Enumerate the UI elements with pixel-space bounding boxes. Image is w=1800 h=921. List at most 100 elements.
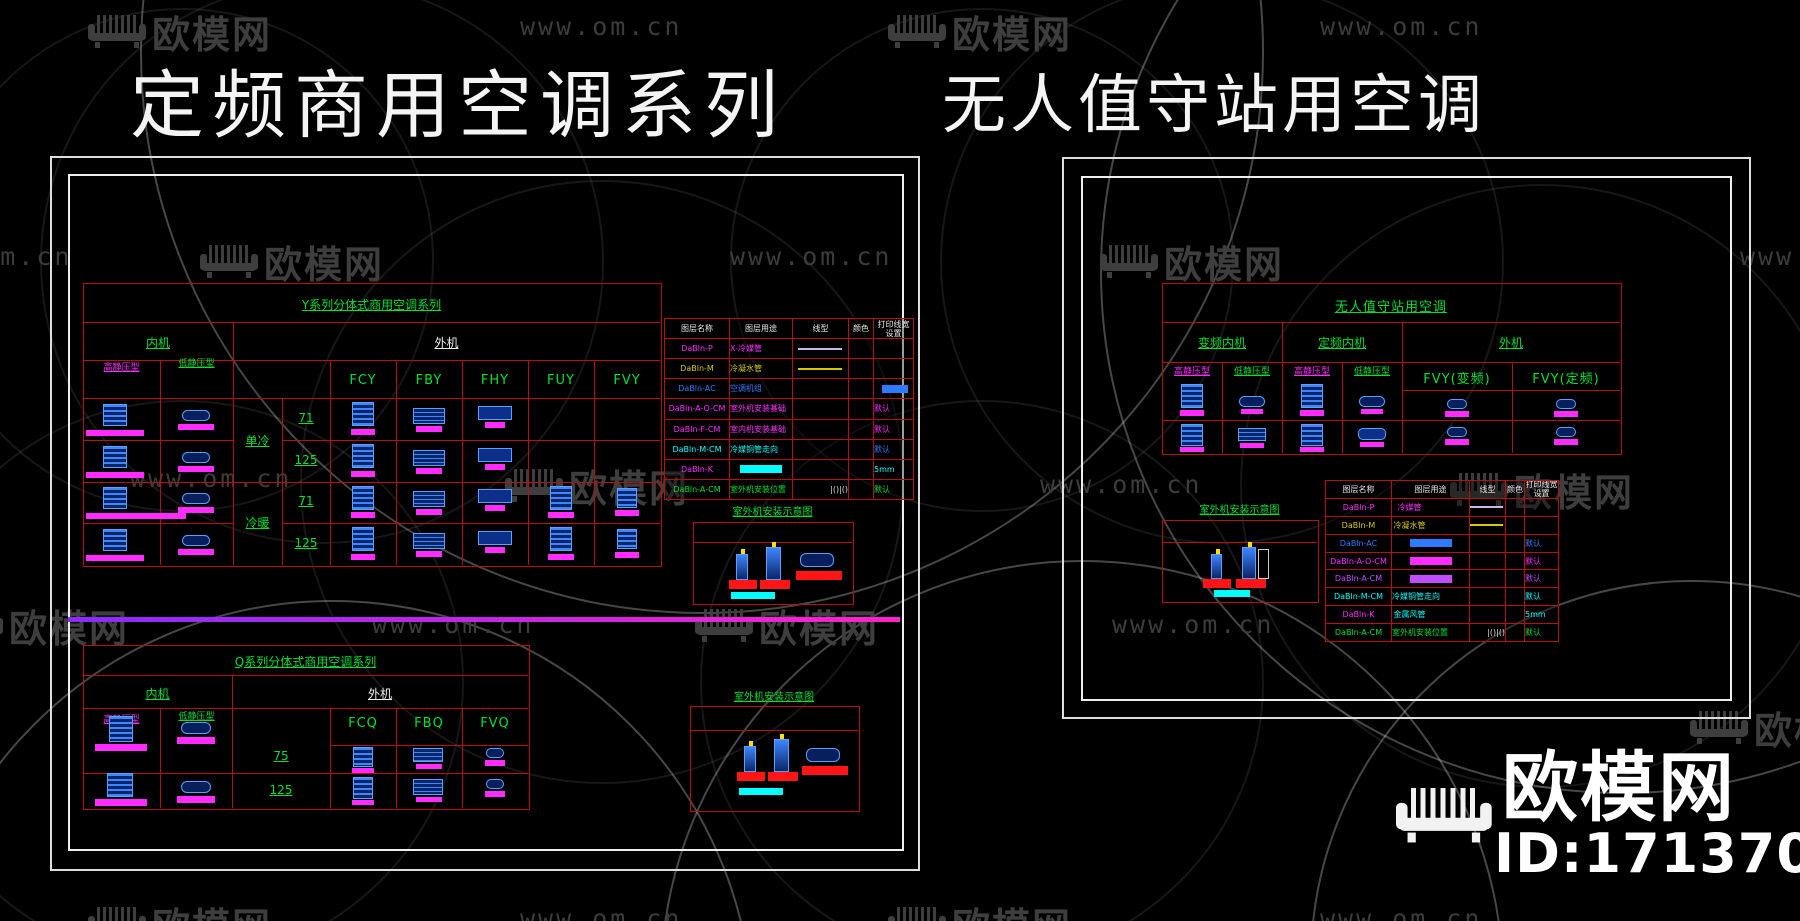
diagram-border xyxy=(1162,520,1319,603)
grid-line xyxy=(1342,362,1343,453)
print-color-bar xyxy=(1530,503,1556,511)
column-label: FVY xyxy=(613,373,641,388)
outdoor-header: 外机 xyxy=(434,336,459,350)
section-header: 变频内机 xyxy=(1197,336,1246,350)
outdoor-unit-icon xyxy=(744,746,756,772)
outdoor-side-unit-icon xyxy=(806,748,840,762)
legend-row: DaBln-AC 默认 xyxy=(1326,533,1558,552)
layer-name: DaBln-A-O-CM xyxy=(1330,556,1387,566)
unit-base xyxy=(86,513,186,519)
print-color-bar xyxy=(892,485,913,493)
grid-line xyxy=(83,708,528,709)
print-color-bar xyxy=(897,465,913,473)
unit-base xyxy=(615,552,639,558)
unit-base xyxy=(1240,443,1264,448)
layer-name: DaBln-M-CM xyxy=(672,444,722,454)
unit-base xyxy=(86,555,144,561)
fvy-unit-icon xyxy=(617,488,637,508)
unit-base xyxy=(485,791,505,797)
linetype-sample xyxy=(797,367,842,370)
watermark-logo: 欧模网 xyxy=(695,598,879,653)
print-color-bar xyxy=(882,345,908,353)
unit-foundation xyxy=(768,772,798,781)
legend-header-row: 图层名称 图层用途 线型 颜色 打印线宽设置 xyxy=(665,319,913,339)
grid-line xyxy=(83,773,528,774)
watermark-url-text: www.om.cn xyxy=(520,12,683,41)
print-color-bar xyxy=(1543,575,1558,583)
legend-row: DaBln-P 冷媒管 xyxy=(1326,497,1558,516)
drain-pad xyxy=(731,592,775,599)
capacity-label: 75 xyxy=(273,749,289,763)
table-border xyxy=(83,283,662,567)
unit-base xyxy=(95,799,147,806)
grid-line xyxy=(282,523,660,524)
capacity-label: 71 xyxy=(298,411,314,425)
indoor-sub-label: 高静压型 xyxy=(1293,367,1330,377)
linetype-sample xyxy=(798,468,842,470)
unit-base xyxy=(485,547,505,553)
indoor-sub-label: 低静压型 xyxy=(178,712,215,722)
layer-color-bar xyxy=(1448,629,1469,637)
sofa-icon xyxy=(88,906,146,921)
indoor-unit-icon xyxy=(1239,396,1265,407)
grid-line xyxy=(83,322,660,323)
mode-label-cool: 单冷 xyxy=(245,434,270,448)
unit-base xyxy=(178,549,214,555)
indoor-unit-icon xyxy=(1181,384,1203,408)
unit-base xyxy=(351,512,375,518)
layer-color-bar xyxy=(762,345,792,353)
outdoor-unit-icon xyxy=(1211,554,1222,579)
watermark-logo: 欧模网 xyxy=(1100,234,1284,289)
indoor-sub-label: 低静压型 xyxy=(1353,367,1390,377)
layer-color-bar xyxy=(1422,503,1464,511)
indoor-wall-unit-icon xyxy=(182,452,210,463)
left-panel-outer-border xyxy=(50,156,920,871)
grid-line xyxy=(1162,420,1620,421)
legend-row: DaBln-A-O-CM 室外机安装基础 默认 xyxy=(665,398,913,419)
legend-header: 线型 xyxy=(1479,484,1496,494)
indoor-floor-unit-icon xyxy=(103,529,127,551)
capacity-label: 125 xyxy=(294,453,318,467)
section-divider-line xyxy=(68,617,900,622)
print-width-value: 默认 xyxy=(1525,538,1541,548)
brand-logo-text: 欧模网 xyxy=(1502,743,1736,832)
indoor-floor-unit-icon xyxy=(103,404,127,426)
grid-line xyxy=(1402,322,1403,453)
grid-line xyxy=(1402,390,1620,391)
capacity-label: 71 xyxy=(298,494,314,508)
fby-unit-icon xyxy=(413,491,445,507)
grid-line xyxy=(160,708,161,808)
linetype-sample xyxy=(1470,506,1503,509)
unit-foundation xyxy=(729,580,757,589)
unit-foundation xyxy=(1203,579,1231,588)
unit-base xyxy=(352,768,374,773)
indoor-unit-icon xyxy=(1358,428,1386,440)
unit-base xyxy=(178,424,214,430)
outdoor-unit-icon xyxy=(766,547,781,580)
layer-name: DaBln-A-CM xyxy=(673,484,721,494)
watermark-logo: 欧模网 xyxy=(200,234,384,289)
fhy-unit-icon xyxy=(478,531,512,545)
column-label: FCY xyxy=(349,373,377,388)
layer-name: DaBln-P xyxy=(1342,502,1375,512)
grid-line xyxy=(83,482,660,483)
outdoor-unit-cap xyxy=(741,549,745,554)
legend-row: DaBln-A-CM 室外机安装位置 |()|() 默认 xyxy=(1326,623,1558,642)
fbq-unit-icon xyxy=(413,748,443,762)
linetype-sample xyxy=(1470,560,1503,562)
legend-row: DaBln-M 冷凝水管 xyxy=(1326,515,1558,534)
print-width-value: 默认 xyxy=(1525,556,1541,566)
print-width-value: 默认 xyxy=(1525,574,1541,584)
outdoor-unit-icon xyxy=(1556,427,1576,437)
unit-base xyxy=(1445,411,1469,417)
fhy-unit-icon xyxy=(478,448,512,462)
grid-line xyxy=(83,440,233,441)
column-label: FBQ xyxy=(414,716,444,731)
fcy-unit-icon xyxy=(352,402,374,426)
grid-line xyxy=(83,675,528,676)
outdoor-unit-icon xyxy=(736,554,748,580)
indoor-sub-label: 低静压型 xyxy=(178,359,215,369)
unit-base xyxy=(86,472,144,478)
watermark-logo: 欧模网 xyxy=(1690,700,1800,755)
